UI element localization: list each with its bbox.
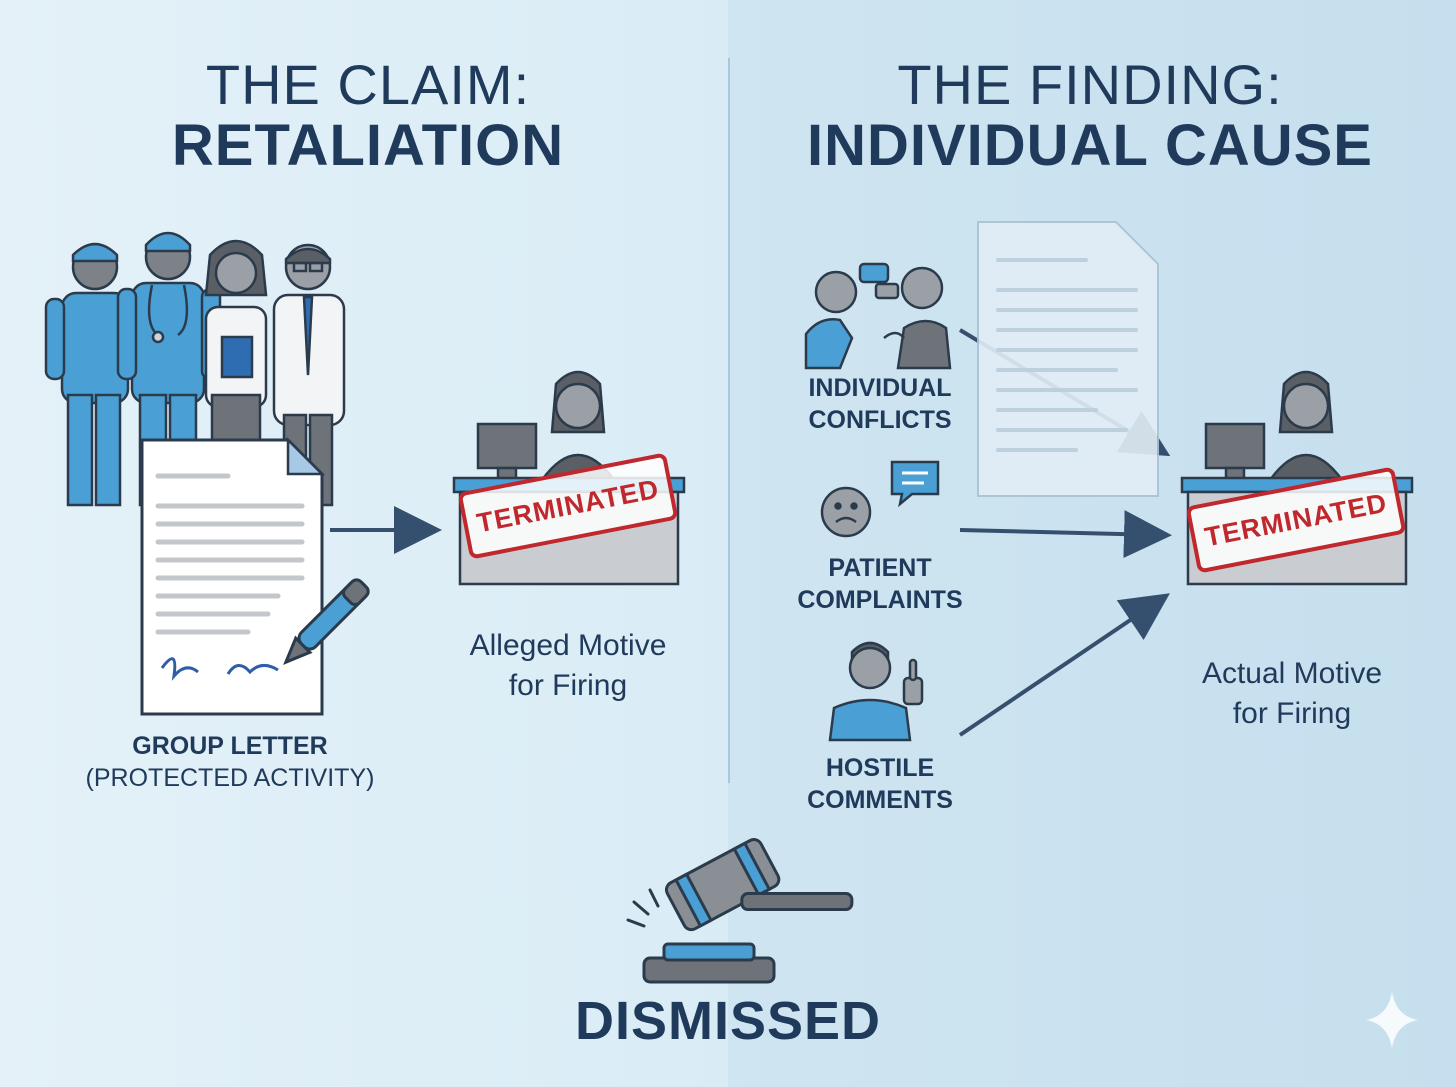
individual-conflicts-label2: CONFLICTS — [808, 406, 952, 434]
gavel-icon — [626, 838, 854, 984]
pen-icon — [283, 578, 370, 665]
patient-complaints-label2: COMPLAINTS — [797, 586, 963, 614]
actual-motive-line2: for Firing — [1232, 697, 1352, 730]
comments-arrow — [958, 593, 1170, 737]
finding-subheading: INDIVIDUAL CAUSE — [807, 113, 1373, 178]
alleged-motive-line2: for Firing — [508, 669, 628, 702]
center-divider — [728, 58, 730, 783]
patient-complaints-label1: PATIENT — [828, 554, 932, 582]
sparkle-icon — [1366, 992, 1418, 1048]
hostile-comments-label2: COMMENTS — [807, 786, 953, 814]
hostile-comments-label1: HOSTILE — [825, 754, 935, 782]
group-letter-document-icon — [140, 436, 326, 716]
group-letter-label: GROUP LETTER — [132, 732, 328, 760]
protected-activity-label: (PROTECTED ACTIVITY) — [85, 764, 375, 792]
finding-heading: THE FINDING: — [897, 53, 1283, 116]
alleged-motive-line1: Alleged Motive — [469, 629, 667, 662]
individual-conflicts-label1: INDIVIDUAL — [808, 374, 952, 402]
actual-motive-line1: Actual Motive — [1201, 657, 1383, 690]
dismissed-verdict: DISMISSED — [574, 991, 882, 1051]
hostile-person-icon — [828, 641, 924, 742]
faded-document-icon — [977, 221, 1159, 497]
claim-subheading: RETALIATION — [171, 113, 565, 178]
claim-heading: THE CLAIM: — [205, 53, 531, 116]
complaints-arrow — [959, 510, 1172, 559]
sad-face-complaint-icon — [820, 460, 940, 538]
individual-conflicts-icon — [804, 262, 952, 370]
